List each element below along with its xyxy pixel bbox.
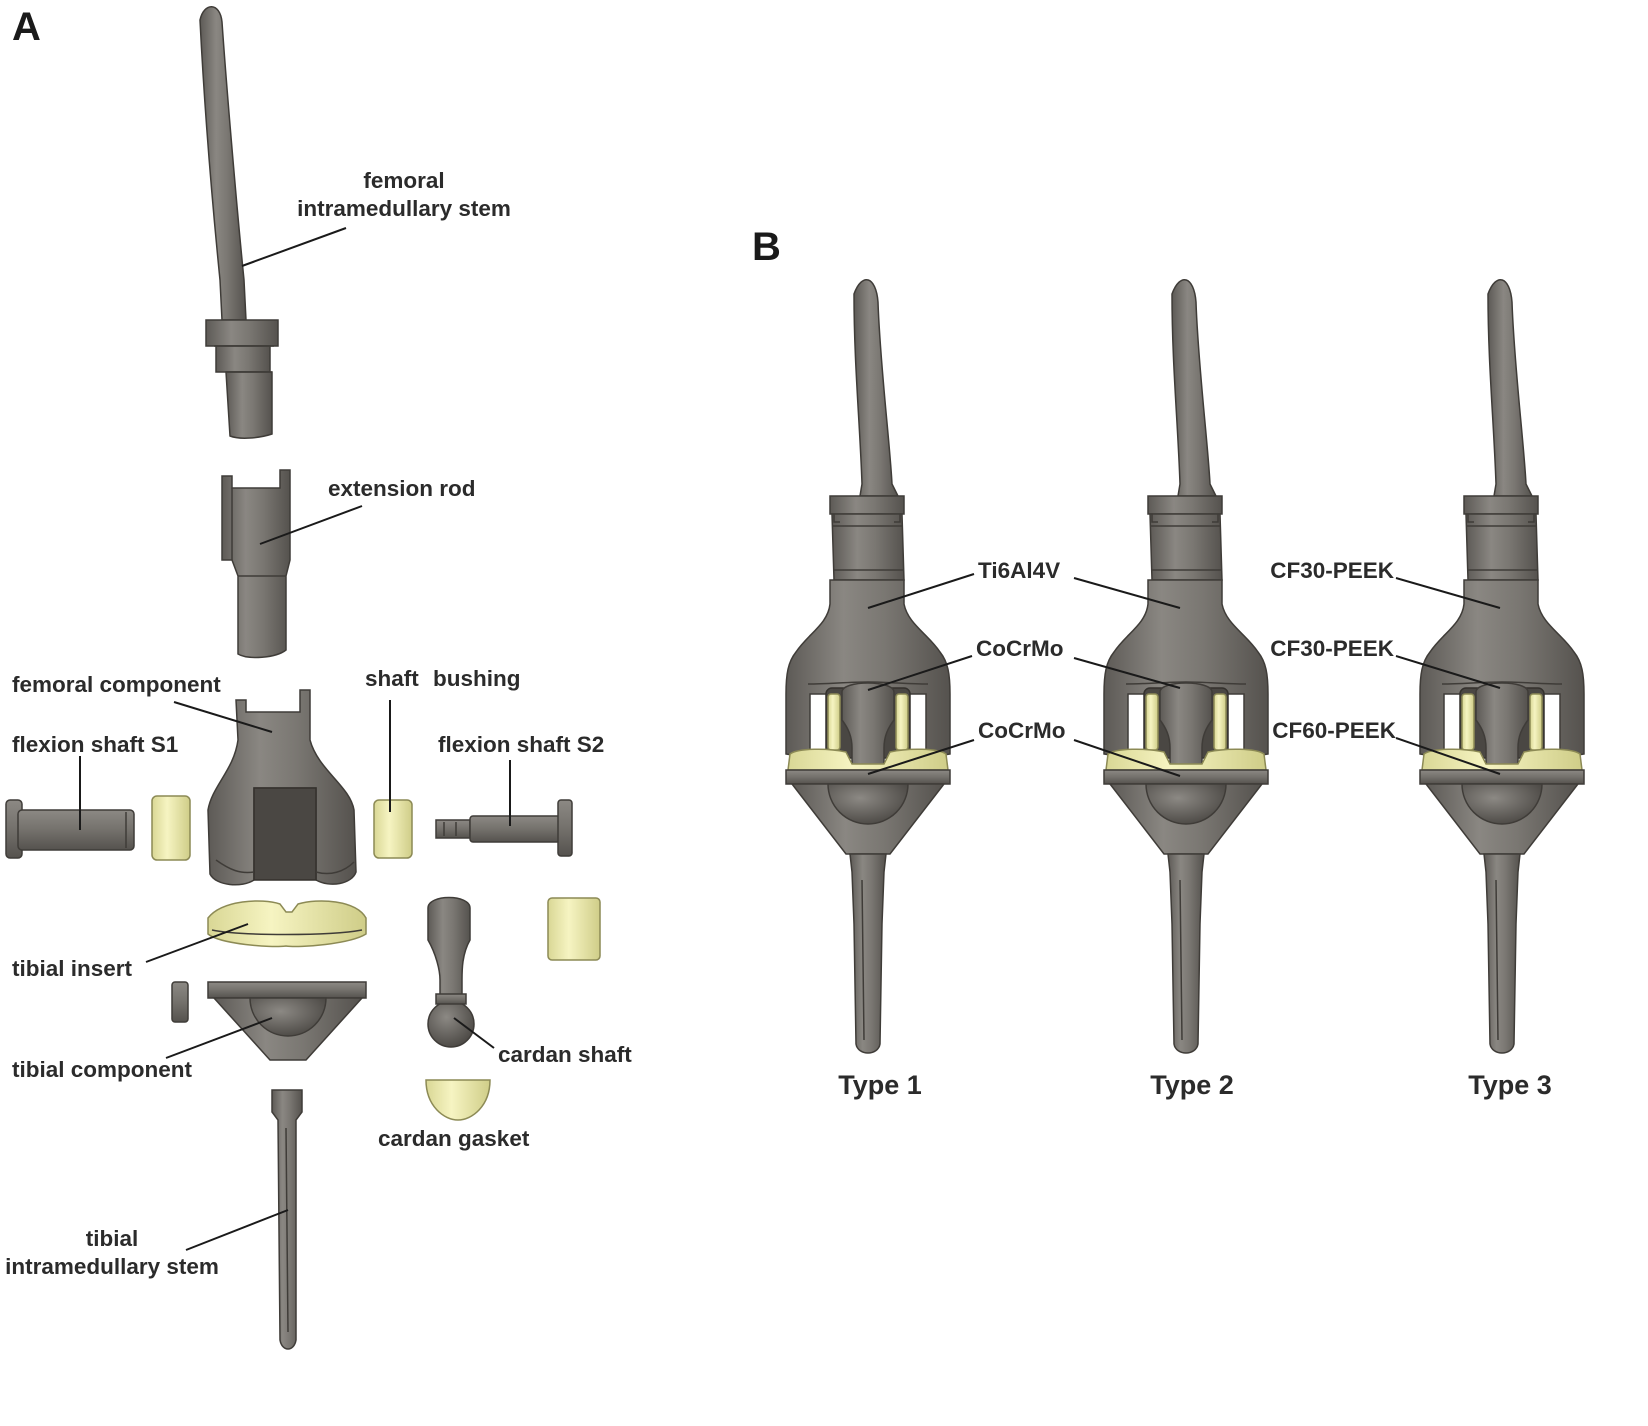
label-shaft: shaft xyxy=(365,666,419,691)
leader-cardan-shaft xyxy=(453,1017,495,1049)
material-type1-femoral: CoCrMo xyxy=(976,636,1063,661)
label-bushing: bushing xyxy=(433,666,520,691)
extension-rod-part xyxy=(221,469,291,659)
label-femoral-stem-1: femoral xyxy=(363,168,444,193)
leader-tibial-stem xyxy=(185,1209,289,1251)
label-extension-rod: extension rod xyxy=(328,476,476,501)
assembled-implant-type-1 xyxy=(785,278,951,1054)
tibial-component-part xyxy=(207,981,367,1061)
tibial-insert-part xyxy=(207,900,367,948)
flexion-shaft-s1-part xyxy=(5,799,135,859)
leader-t1-fem xyxy=(867,655,973,691)
assembled-implant-type-2 xyxy=(1103,278,1269,1054)
leader-t3-fem xyxy=(1395,655,1501,689)
label-cardan-shaft: cardan shaft xyxy=(498,1042,632,1067)
panel-b-letter: B xyxy=(752,225,781,269)
type-1-label: Type 1 xyxy=(838,1070,922,1100)
leader-extension-rod xyxy=(259,505,363,545)
leader-t2-ext xyxy=(1073,577,1181,609)
bushing-cap-part xyxy=(547,897,601,961)
label-tibial-insert: tibial insert xyxy=(12,956,133,981)
small-peg-part xyxy=(171,981,189,1023)
cardan-shaft-part xyxy=(427,896,475,1048)
leader-t1-ext xyxy=(867,573,975,609)
leader-t3-cardan xyxy=(1395,737,1501,775)
type-3-label: Type 3 xyxy=(1468,1070,1552,1100)
leader-femoral-stem xyxy=(241,227,347,267)
leader-tibial-component xyxy=(165,1017,273,1059)
femoral-component-part xyxy=(207,689,357,886)
leader-t3-ext xyxy=(1395,577,1501,609)
material-type3-femoral: CF30-PEEK xyxy=(1270,636,1395,661)
material-type3-extension: CF30-PEEK xyxy=(1270,558,1395,583)
panel-a-letter: A xyxy=(12,5,41,49)
leader-t2-fem xyxy=(1073,657,1181,689)
bushing-left-part xyxy=(151,795,191,861)
leader-t1-cardan xyxy=(867,739,975,775)
label-femoral-component: femoral component xyxy=(12,672,221,697)
cardan-gasket-part xyxy=(425,1079,491,1121)
label-femoral-stem-2: intramedullary stem xyxy=(297,196,511,221)
label-flexion-shaft-s1: flexion shaft S1 xyxy=(12,732,178,757)
material-type1-cardan: CoCrMo xyxy=(978,718,1065,743)
label-cardan-gasket: cardan gasket xyxy=(378,1126,530,1151)
femoral-stem-part xyxy=(199,6,279,439)
material-type1-extension: Ti6Al4V xyxy=(978,558,1060,583)
label-tibial-stem-1: tibial xyxy=(86,1226,139,1251)
leader-femoral-component xyxy=(173,701,273,733)
type-2-label: Type 2 xyxy=(1150,1070,1234,1100)
flexion-shaft-s2-part xyxy=(435,799,573,857)
leader-tibial-insert xyxy=(145,923,249,963)
leader-t2-cardan xyxy=(1073,739,1181,777)
material-type3-cardan: CF60-PEEK xyxy=(1272,718,1397,743)
label-flexion-shaft-s2: flexion shaft S2 xyxy=(438,732,604,757)
assembled-implant-type-3 xyxy=(1419,278,1585,1054)
bushing-right-part xyxy=(373,799,413,859)
label-tibial-stem-2: intramedullary stem xyxy=(5,1254,219,1279)
label-tibial-component: tibial component xyxy=(12,1057,193,1082)
tibial-stem-part xyxy=(271,1089,303,1350)
